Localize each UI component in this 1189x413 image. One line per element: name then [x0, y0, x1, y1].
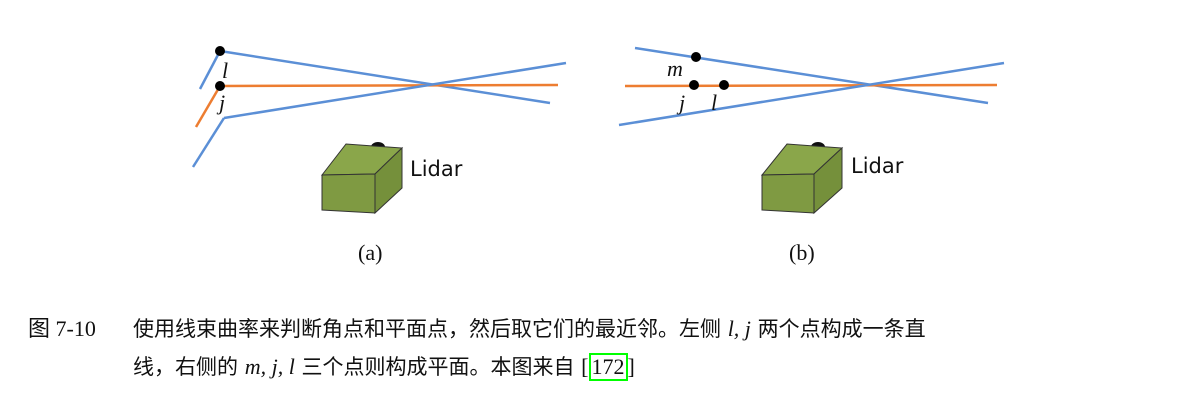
point-label-l-b: l [711, 90, 717, 115]
point-label-m: m [667, 56, 683, 81]
point-label-l: l [222, 58, 228, 83]
lidar-feature-figure: l j Lidar m j l Lidar [191, 46, 1005, 215]
point-label-j-b: j [676, 90, 685, 115]
subfigure-a: l j Lidar [191, 46, 567, 215]
subfigure-a-label: (a) [358, 240, 383, 265]
figure-number: 图 7-10 [28, 316, 96, 341]
ref-close-bracket: ] [627, 354, 635, 379]
caption-text-2b: 三个点则构成平面。本图来自 [294, 355, 582, 379]
lidar-label-b: Lidar [851, 154, 904, 178]
subfigure-b-label: (b) [789, 240, 815, 265]
caption-text-1b: 两个点构成一条直 [750, 317, 926, 341]
caption-text-2a: 线，右侧的 [133, 355, 245, 379]
lidar-label-a: Lidar [410, 157, 463, 181]
caption-line-2: 线，右侧的 m, j, l 三个点则构成平面。本图来自 [172] [28, 348, 1168, 386]
subfigure-b: m j l Lidar [618, 46, 1005, 215]
ref-open-bracket: [ [581, 354, 589, 379]
caption-math-lj: l, j [727, 316, 751, 341]
point-label-j: j [216, 90, 225, 115]
citation-link-172[interactable]: 172 [588, 353, 628, 381]
caption-text-1a: 使用线束曲率来判断角点和平面点，然后取它们的最近邻。左侧 [133, 317, 728, 341]
caption-math-mjl: m, j, l [244, 354, 295, 379]
